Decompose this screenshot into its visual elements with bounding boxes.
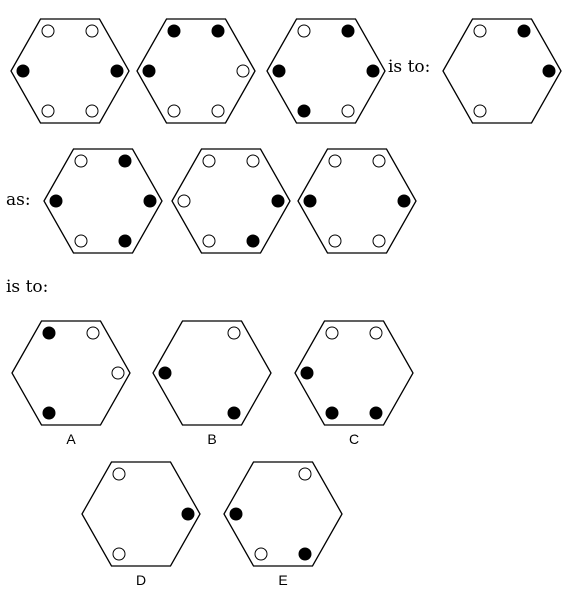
hexagon-outline <box>294 320 414 426</box>
empty-dot <box>202 154 216 168</box>
empty-dot <box>372 154 386 168</box>
filled-dot <box>42 406 56 420</box>
option-letter-b: B <box>207 431 216 447</box>
option-hexagon-a <box>11 320 131 426</box>
filled-dot <box>16 64 30 78</box>
label-is-to-bottom: is to: <box>6 277 48 297</box>
empty-dot <box>372 234 386 248</box>
hexagon-outline <box>152 320 272 426</box>
filled-dot <box>110 64 124 78</box>
filled-dot <box>246 234 260 248</box>
option-letters: A B C D E <box>66 431 359 588</box>
filled-dot <box>158 366 172 380</box>
hexagon-outline <box>136 18 256 124</box>
filled-dot <box>167 24 181 38</box>
filled-dot <box>325 406 339 420</box>
filled-dot <box>142 64 156 78</box>
empty-dot <box>254 547 268 561</box>
filled-dot <box>42 326 56 340</box>
top-hexagon-4 <box>442 18 562 124</box>
option-hexagon-d <box>81 461 201 567</box>
filled-dot <box>181 507 195 521</box>
filled-dot <box>297 104 311 118</box>
label-as: as: <box>6 190 31 210</box>
empty-dot <box>85 24 99 38</box>
filled-dot <box>272 64 286 78</box>
empty-dot <box>328 234 342 248</box>
empty-dot <box>41 104 55 118</box>
empty-dot <box>227 326 241 340</box>
empty-dot <box>473 104 487 118</box>
empty-dot <box>341 104 355 118</box>
hexagon-outline <box>297 148 417 254</box>
filled-dot <box>341 24 355 38</box>
filled-dot <box>303 194 317 208</box>
empty-dot <box>177 194 191 208</box>
filled-dot <box>118 154 132 168</box>
option-hexagon-e <box>223 461 343 567</box>
hexagon-figures <box>10 18 562 567</box>
filled-dot <box>517 24 531 38</box>
empty-dot <box>369 326 383 340</box>
empty-dot <box>211 104 225 118</box>
empty-dot <box>41 24 55 38</box>
empty-dot <box>473 24 487 38</box>
filled-dot <box>542 64 556 78</box>
hexagon-outline <box>442 18 562 124</box>
top-hexagon-2 <box>136 18 256 124</box>
filled-dot <box>118 234 132 248</box>
option-hexagon-c <box>294 320 414 426</box>
hexagon-outline <box>10 18 130 124</box>
hexagon-outline <box>43 148 163 254</box>
filled-dot <box>227 406 241 420</box>
empty-dot <box>298 467 312 481</box>
option-letter-a: A <box>66 431 76 447</box>
filled-dot <box>49 194 63 208</box>
top-hexagon-3 <box>266 18 386 124</box>
filled-dot <box>211 24 225 38</box>
label-is-to-top: is to: <box>388 57 430 77</box>
hexagon-outline <box>81 461 201 567</box>
empty-dot <box>74 154 88 168</box>
empty-dot <box>112 547 126 561</box>
hexagon-outline <box>171 148 291 254</box>
filled-dot <box>300 366 314 380</box>
hexagon-outline <box>266 18 386 124</box>
middle-hexagon-1 <box>43 148 163 254</box>
filled-dot <box>397 194 411 208</box>
empty-dot <box>85 104 99 118</box>
option-hexagon-b <box>152 320 272 426</box>
filled-dot <box>229 507 243 521</box>
empty-dot <box>297 24 311 38</box>
empty-dot <box>86 326 100 340</box>
middle-hexagon-3 <box>297 148 417 254</box>
option-letter-d: D <box>136 572 146 588</box>
empty-dot <box>74 234 88 248</box>
empty-dot <box>236 64 250 78</box>
empty-dot <box>111 366 125 380</box>
empty-dot <box>328 154 342 168</box>
empty-dot <box>202 234 216 248</box>
filled-dot <box>298 547 312 561</box>
empty-dot <box>325 326 339 340</box>
option-letter-c: C <box>349 431 359 447</box>
filled-dot <box>366 64 380 78</box>
empty-dot <box>246 154 260 168</box>
top-hexagon-1 <box>10 18 130 124</box>
filled-dot <box>369 406 383 420</box>
middle-hexagon-2 <box>171 148 291 254</box>
hexagon-outline <box>11 320 131 426</box>
filled-dot <box>271 194 285 208</box>
empty-dot <box>167 104 181 118</box>
filled-dot <box>143 194 157 208</box>
empty-dot <box>112 467 126 481</box>
hexagon-outline <box>223 461 343 567</box>
option-letter-e: E <box>278 572 287 588</box>
